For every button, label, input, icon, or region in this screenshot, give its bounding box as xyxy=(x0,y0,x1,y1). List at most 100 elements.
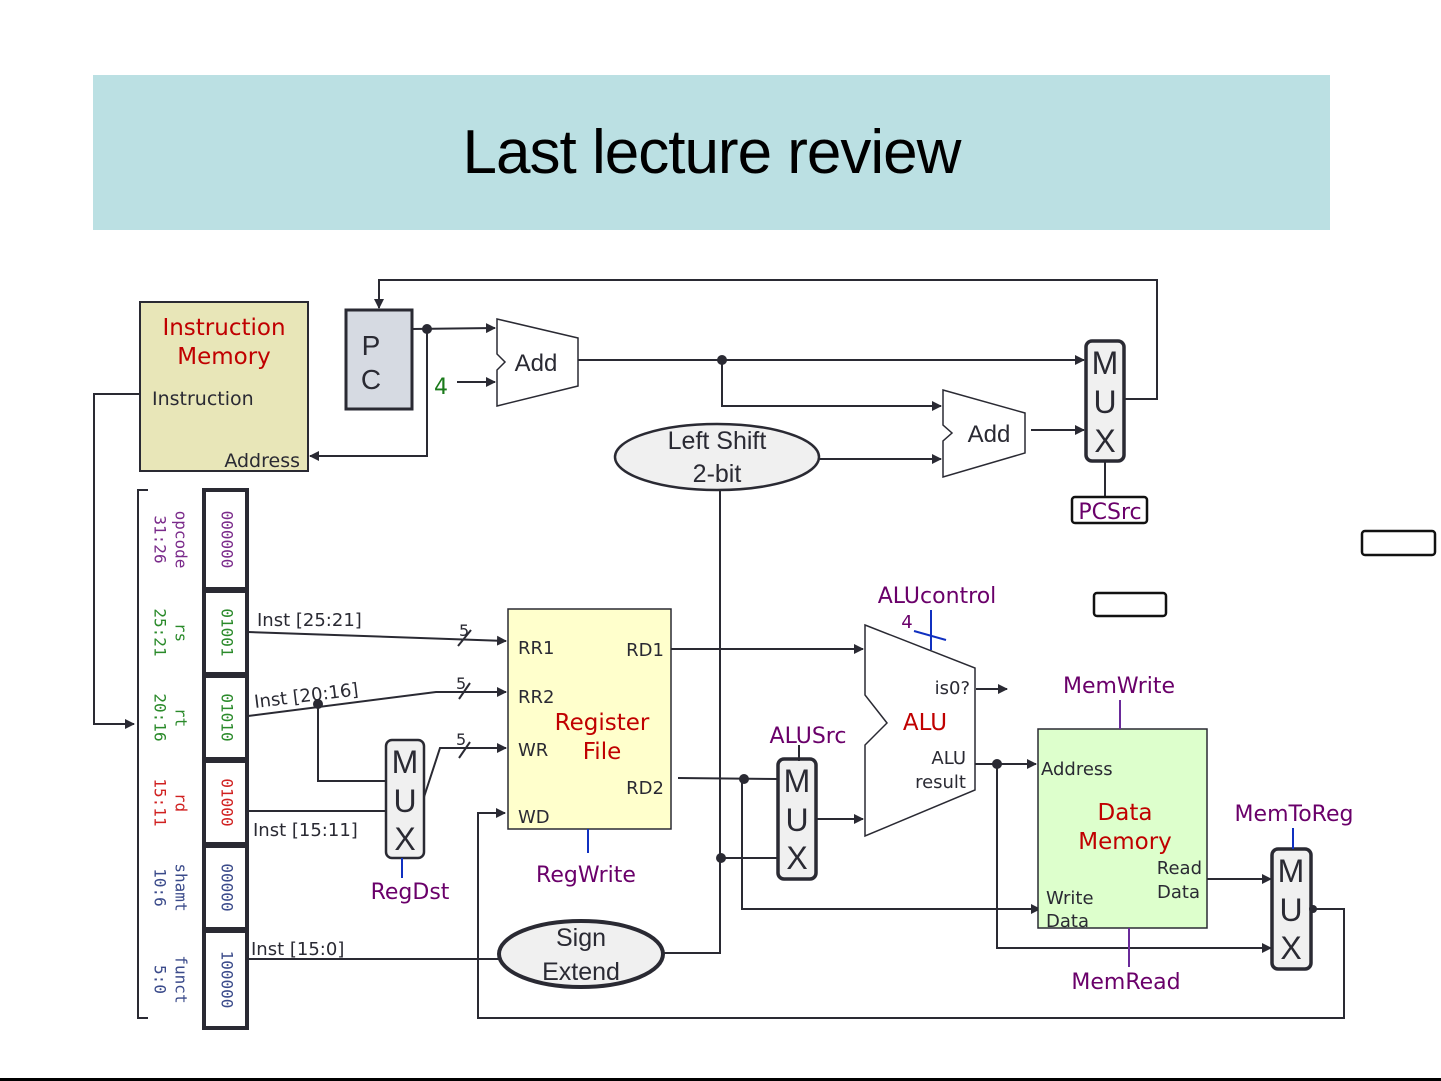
wire-rd2-to-write-data xyxy=(741,779,1041,914)
rf-port-rr1: RR1 xyxy=(518,638,554,659)
rf-port-rr2: RR2 xyxy=(518,687,554,708)
field-cell xyxy=(202,929,249,1030)
field-bits: 5:0 xyxy=(151,965,170,994)
imem-port-address: Address xyxy=(224,450,300,472)
imem-title-1: Instruction xyxy=(162,315,285,341)
mux-alusrc: M U X xyxy=(776,757,818,881)
pcsrc-label: PCSrc xyxy=(1078,500,1141,525)
wire-rt-to-regdst xyxy=(317,704,386,782)
width-slash xyxy=(457,629,472,647)
field-name: rs xyxy=(172,623,191,642)
wire-signext-to-shift xyxy=(663,490,721,954)
field-value: 100000 xyxy=(218,951,237,1009)
mux-letter: M xyxy=(1278,853,1305,889)
pc-label-1: P xyxy=(362,330,381,361)
mux-letter: M xyxy=(1092,345,1119,381)
mux-letter: X xyxy=(394,821,415,857)
constant-four: 4 xyxy=(434,375,448,400)
slide-title: Last lecture review xyxy=(462,118,962,187)
width-slash xyxy=(458,682,471,700)
field-value: 00000 xyxy=(218,863,237,911)
memwrite-label: MemWrite xyxy=(1063,674,1175,699)
imem-title-2: Memory xyxy=(177,344,271,370)
field-name: rd xyxy=(172,793,191,812)
sign-extend-label-2: Extend xyxy=(542,958,620,986)
junction-dot xyxy=(1309,905,1317,913)
regdst-label: RegDst xyxy=(371,880,450,905)
alu-port-result-2: result xyxy=(915,772,966,793)
register-file: RR1 RR2 WR WD RD1 RD2 Register File xyxy=(507,608,672,830)
field-name: rt xyxy=(172,708,191,727)
field-value: 000000 xyxy=(218,511,237,569)
width-wr: 5 xyxy=(456,730,466,749)
alu-port-zero: is0? xyxy=(935,678,970,699)
left-shift-unit: Left Shift 2-bit xyxy=(613,422,821,492)
mux-pcsrc: M U X xyxy=(1084,339,1126,463)
adder-pc-plus-four: Add xyxy=(496,318,579,407)
regwrite-label: RegWrite xyxy=(536,863,636,888)
field-value: 01010 xyxy=(218,693,237,741)
adder-branch: Add xyxy=(942,389,1026,479)
mux-letter: X xyxy=(1280,930,1301,966)
mux-letter: U xyxy=(785,802,808,838)
instruction-bracket xyxy=(137,489,148,1019)
pcsrc-control-box: PCSrc xyxy=(1070,495,1149,525)
imem-port-instruction: Instruction xyxy=(152,388,254,410)
rf-port-wd: WD xyxy=(518,807,550,828)
field-cell xyxy=(202,589,249,676)
bottom-rule xyxy=(0,1078,1441,1081)
field-bits: 25:21 xyxy=(151,608,170,656)
field-bits: 31:26 xyxy=(151,515,170,563)
field-bits: 20:16 xyxy=(151,693,170,741)
empty-box xyxy=(1092,591,1168,618)
dmem-port-read-1: Read xyxy=(1157,858,1202,879)
mux-letter: X xyxy=(786,840,807,876)
mux-letter: X xyxy=(1094,423,1115,459)
dmem-title-2: Memory xyxy=(1078,829,1172,855)
mux-memtoreg: M U X xyxy=(1270,847,1313,971)
rf-port-wr: WR xyxy=(518,740,548,761)
rf-port-rd1: RD1 xyxy=(626,640,664,661)
wire-inst-20-16 xyxy=(247,687,507,717)
field-name: opcode xyxy=(172,511,191,569)
alu-port-result-1: ALU xyxy=(931,748,966,769)
mux-letter: M xyxy=(392,744,419,780)
instruction-fields: 000000opcode31:2601001rs25:2101010rt20:1… xyxy=(151,488,249,1030)
sign-extend-label-1: Sign xyxy=(556,924,606,952)
pc-label-2: C xyxy=(361,364,381,395)
width-rr1: 5 xyxy=(459,621,469,640)
dmem-port-address: Address xyxy=(1041,759,1113,780)
field-bits: 15:11 xyxy=(151,778,170,826)
wire-pc4-to-branch-adder xyxy=(721,360,942,411)
inst-25-21-label: Inst [25:21] xyxy=(257,610,362,631)
dmem-port-read-2: Data xyxy=(1157,882,1200,903)
inst-15-11-label: Inst [15:11] xyxy=(253,820,358,841)
memtoreg-label: MemToReg xyxy=(1235,802,1354,827)
memread-label: MemRead xyxy=(1071,970,1180,995)
mux-letter: U xyxy=(1093,384,1116,420)
wire-rd2-to-alusrc xyxy=(677,777,779,780)
wire-instruction-out xyxy=(93,393,140,729)
wire-alu-to-memtoreg xyxy=(996,764,1272,953)
rf-title-1: Register xyxy=(555,710,650,736)
adder-pc-label: Add xyxy=(515,350,558,377)
field-name: funct xyxy=(172,955,191,1003)
rf-title-2: File xyxy=(583,739,622,765)
alusrc-label: ALUSrc xyxy=(770,724,847,749)
field-bits: 10:6 xyxy=(151,868,170,907)
alucontrol-width: 4 xyxy=(901,612,912,633)
left-shift-label-1: Left Shift xyxy=(668,427,767,455)
left-shift-label-2: 2-bit xyxy=(693,460,742,488)
field-value: 01000 xyxy=(218,778,237,826)
field-cell xyxy=(202,759,249,846)
rf-port-rd2: RD2 xyxy=(626,778,664,799)
wire-regdst-to-wr xyxy=(423,743,507,798)
wire-writeback xyxy=(477,808,1345,1019)
program-counter: P C xyxy=(344,308,414,411)
field-name: shamt xyxy=(172,863,191,911)
sign-extend-unit: Sign Extend xyxy=(497,919,665,989)
